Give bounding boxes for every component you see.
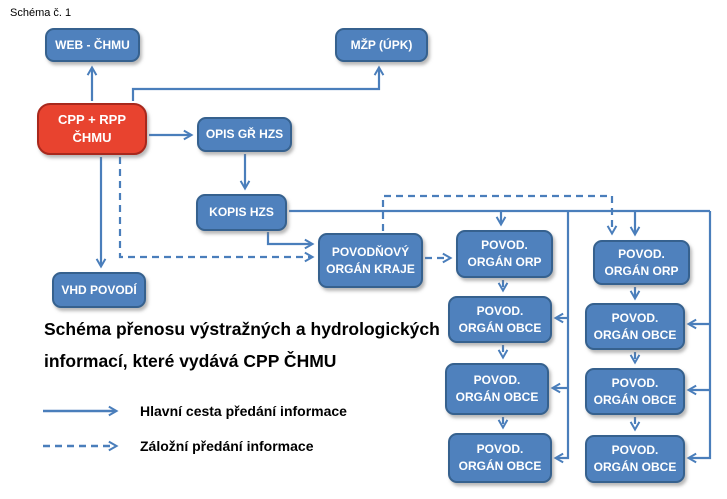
diagram-title-line1: Schéma přenosu výstražných a hydrologick… [44,319,440,339]
node-opis-gr-hzs: OPIS GŘ HZS [197,117,292,152]
connector-cpp-kraje-backup [118,157,315,263]
node-povod-organ-obce-left-1: POVOD. ORGÁN OBCE [448,296,552,343]
legend-main-path: Hlavní cesta předání informace [42,403,347,419]
solid-arrow-icon [43,405,119,417]
node-povod-organ-orp-left: POVOD. ORGÁN ORP [456,230,553,278]
connector-bus-left-rail [553,211,570,464]
connector-bus-right-rail [686,211,712,464]
node-cpp-rpp-chmu: CPP + RPP ČHMU [37,103,147,155]
node-mzp-upk: MŽP (ÚPK) [335,28,428,62]
scheme-number-label: Schéma č. 1 [10,7,72,19]
diagram-title-line2: informací, které vydává CPP ČHMU [44,350,337,371]
node-povod-organ-orp-right: POVOD. ORGÁN ORP [593,240,690,285]
connector-kopis-kraje [266,232,315,250]
connector-cpp-mzp [131,65,385,101]
node-povod-organ-obce-right-2: POVOD. ORGÁN OBCE [585,368,685,415]
node-povod-organ-obce-left-3: POVOD. ORGÁN OBCE [448,433,552,483]
node-vhd-povodi: VHD POVODÍ [52,272,146,308]
diagram-title: Schéma přenosu výstražných a hydrologick… [44,314,440,377]
legend-backup-path-label: Záložní předání informace [140,438,314,454]
legend-main-path-label: Hlavní cesta předání informace [140,403,347,419]
node-web-chmu: WEB - ČHMU [45,28,140,62]
connector-kraje-orp-right-backup [381,194,618,236]
node-povod-organ-obce-right-3: POVOD. ORGÁN OBCE [585,435,685,483]
node-povod-organ-obce-left-2: POVOD. ORGÁN OBCE [445,363,549,415]
legend-backup-path: Záložní předání informace [42,438,313,454]
node-povod-organ-obce-right-1: POVOD. ORGÁN OBCE [585,303,685,350]
node-povodnovy-organ-kraje: POVODŇOVÝ ORGÁN KRAJE [318,233,423,288]
dashed-arrow-icon [43,440,119,452]
node-kopis-hzs: KOPIS HZS [196,194,287,231]
